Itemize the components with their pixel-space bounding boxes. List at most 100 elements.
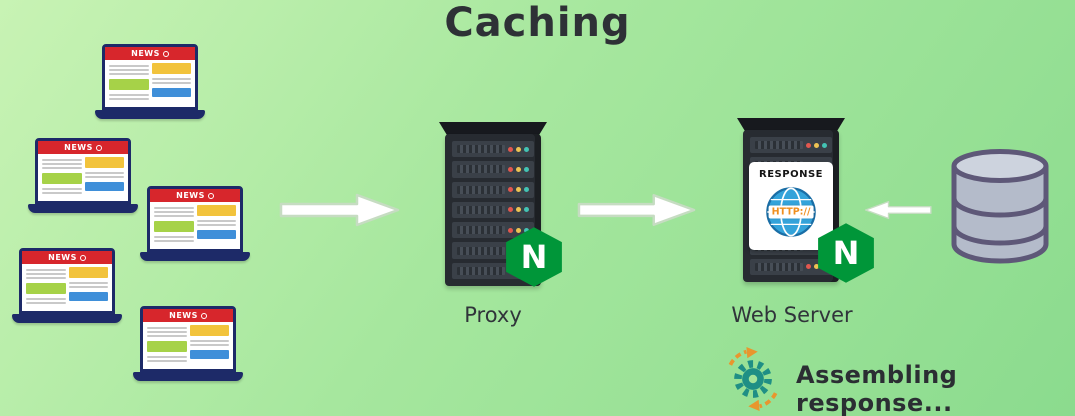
laptop-base xyxy=(133,372,243,381)
led-yellow xyxy=(814,142,819,148)
news-masthead: NEWS xyxy=(143,309,233,322)
led-teal xyxy=(524,166,529,172)
nginx-letter: N xyxy=(520,238,548,276)
news-globe-icon xyxy=(79,254,86,261)
led-yellow xyxy=(516,207,521,213)
image-block xyxy=(26,283,66,294)
laptop-screen: NEWS xyxy=(35,138,131,204)
laptop-base xyxy=(95,110,205,119)
response-card-title: RESPONSE xyxy=(759,169,823,180)
news-content xyxy=(150,202,240,247)
arrow-left-icon xyxy=(864,200,932,220)
news-title: NEWS xyxy=(169,311,198,320)
news-globe-icon xyxy=(95,144,102,151)
vent-icon xyxy=(755,141,803,150)
server-slot xyxy=(452,141,534,158)
news-masthead: NEWS xyxy=(105,47,195,60)
news-content xyxy=(22,264,112,309)
nginx-letter: N xyxy=(832,234,860,272)
processing-gear-icon xyxy=(720,346,786,412)
led-teal xyxy=(524,207,529,213)
text-lines xyxy=(26,267,66,281)
news-title: NEWS xyxy=(176,191,205,200)
led-yellow xyxy=(516,187,521,193)
news-webpage: NEWS xyxy=(150,189,240,249)
laptop-screen: NEWS xyxy=(147,186,243,252)
text-lines xyxy=(189,338,229,348)
led-red xyxy=(806,142,811,148)
vent-icon xyxy=(457,205,505,214)
http-url: HTTP:// xyxy=(768,205,814,219)
response-card: RESPONSE HTTP:// xyxy=(749,162,833,250)
arrow-right-icon xyxy=(577,194,696,226)
nginx-logo-icon: N xyxy=(815,220,877,286)
led-yellow xyxy=(516,166,521,172)
image-block xyxy=(154,221,194,232)
led-red xyxy=(508,166,513,172)
led-red xyxy=(806,264,811,270)
vent-icon xyxy=(457,226,505,235)
vent-icon xyxy=(755,262,803,271)
laptop-base xyxy=(140,252,250,261)
text-lines xyxy=(147,325,187,339)
laptop-screen: NEWS xyxy=(102,44,198,110)
image-block xyxy=(189,350,229,359)
text-lines xyxy=(196,218,236,228)
text-lines xyxy=(84,170,124,180)
client-laptop: NEWS xyxy=(133,306,243,381)
image-block xyxy=(84,182,124,191)
client-laptop: NEWS xyxy=(12,248,122,323)
news-title: NEWS xyxy=(48,253,77,262)
image-block xyxy=(147,341,187,352)
news-webpage: NEWS xyxy=(143,309,233,369)
web-server-label: Web Server xyxy=(731,303,853,327)
led-yellow xyxy=(516,146,521,152)
news-webpage: NEWS xyxy=(38,141,128,201)
vent-icon xyxy=(457,145,505,154)
news-masthead: NEWS xyxy=(38,141,128,154)
news-masthead: NEWS xyxy=(150,189,240,202)
laptop-base xyxy=(12,314,122,323)
page-title: Caching xyxy=(444,0,631,46)
vent-icon xyxy=(457,185,505,194)
laptop-screen: NEWS xyxy=(19,248,115,314)
news-globe-icon xyxy=(207,192,214,199)
news-webpage: NEWS xyxy=(22,251,112,311)
led-red xyxy=(508,227,513,233)
news-globe-icon xyxy=(200,312,207,319)
laptop-base xyxy=(28,204,138,213)
server-slot xyxy=(452,161,534,178)
client-laptop: NEWS xyxy=(95,44,205,119)
led-teal xyxy=(524,227,529,233)
text-lines xyxy=(109,92,149,102)
led-red xyxy=(508,207,513,213)
image-block xyxy=(196,205,236,216)
server-slot xyxy=(750,137,832,154)
image-block xyxy=(151,88,191,97)
arrow-right-icon xyxy=(279,193,400,227)
news-globe-icon xyxy=(162,50,169,57)
text-lines xyxy=(42,157,82,171)
image-block xyxy=(196,230,236,239)
text-lines xyxy=(154,234,194,244)
text-lines xyxy=(109,63,149,77)
image-block xyxy=(84,157,124,168)
image-block xyxy=(189,325,229,336)
vent-icon xyxy=(457,266,505,275)
text-lines xyxy=(151,76,191,86)
led-yellow xyxy=(516,227,521,233)
news-content xyxy=(105,60,195,105)
text-lines xyxy=(42,186,82,196)
text-lines xyxy=(154,205,194,219)
image-block xyxy=(109,79,149,90)
proxy-label: Proxy xyxy=(464,303,522,327)
web-server: RESPONSE HTTP:// N xyxy=(735,118,874,288)
news-masthead: NEWS xyxy=(22,251,112,264)
client-laptop: NEWS xyxy=(140,186,250,261)
client-laptop: NEWS xyxy=(28,138,138,213)
proxy-server: N xyxy=(437,122,562,292)
text-lines xyxy=(26,296,66,306)
image-block xyxy=(68,292,108,301)
led-red xyxy=(508,146,513,152)
